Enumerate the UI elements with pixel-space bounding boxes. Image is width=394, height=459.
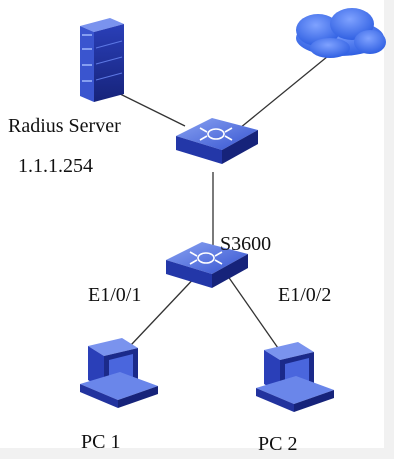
links	[111, 51, 334, 349]
port-label-left: E1/0/1	[88, 284, 142, 306]
switch-icon-access	[166, 242, 248, 288]
right-border	[384, 0, 394, 459]
switch-icon-core	[176, 118, 258, 164]
port-label-right: E1/0/2	[278, 284, 332, 306]
bottom-border	[0, 448, 394, 459]
link-access-pc2	[224, 271, 279, 349]
pc2-label: PC 2	[258, 433, 298, 455]
access-switch-label: S3600	[220, 233, 272, 255]
computer-icon-pc2	[256, 342, 334, 412]
link-cloud-core	[239, 51, 334, 129]
link-access-pc1	[130, 271, 201, 346]
radius-server-label: Radius Server	[8, 115, 121, 137]
link-server-core	[111, 89, 186, 127]
radius-server-ip: 1.1.1.254	[18, 155, 93, 177]
server-icon	[80, 18, 124, 102]
computer-icon-pc1	[80, 338, 158, 408]
cloud-icon	[296, 8, 386, 58]
pc1-label: PC 1	[81, 431, 121, 453]
